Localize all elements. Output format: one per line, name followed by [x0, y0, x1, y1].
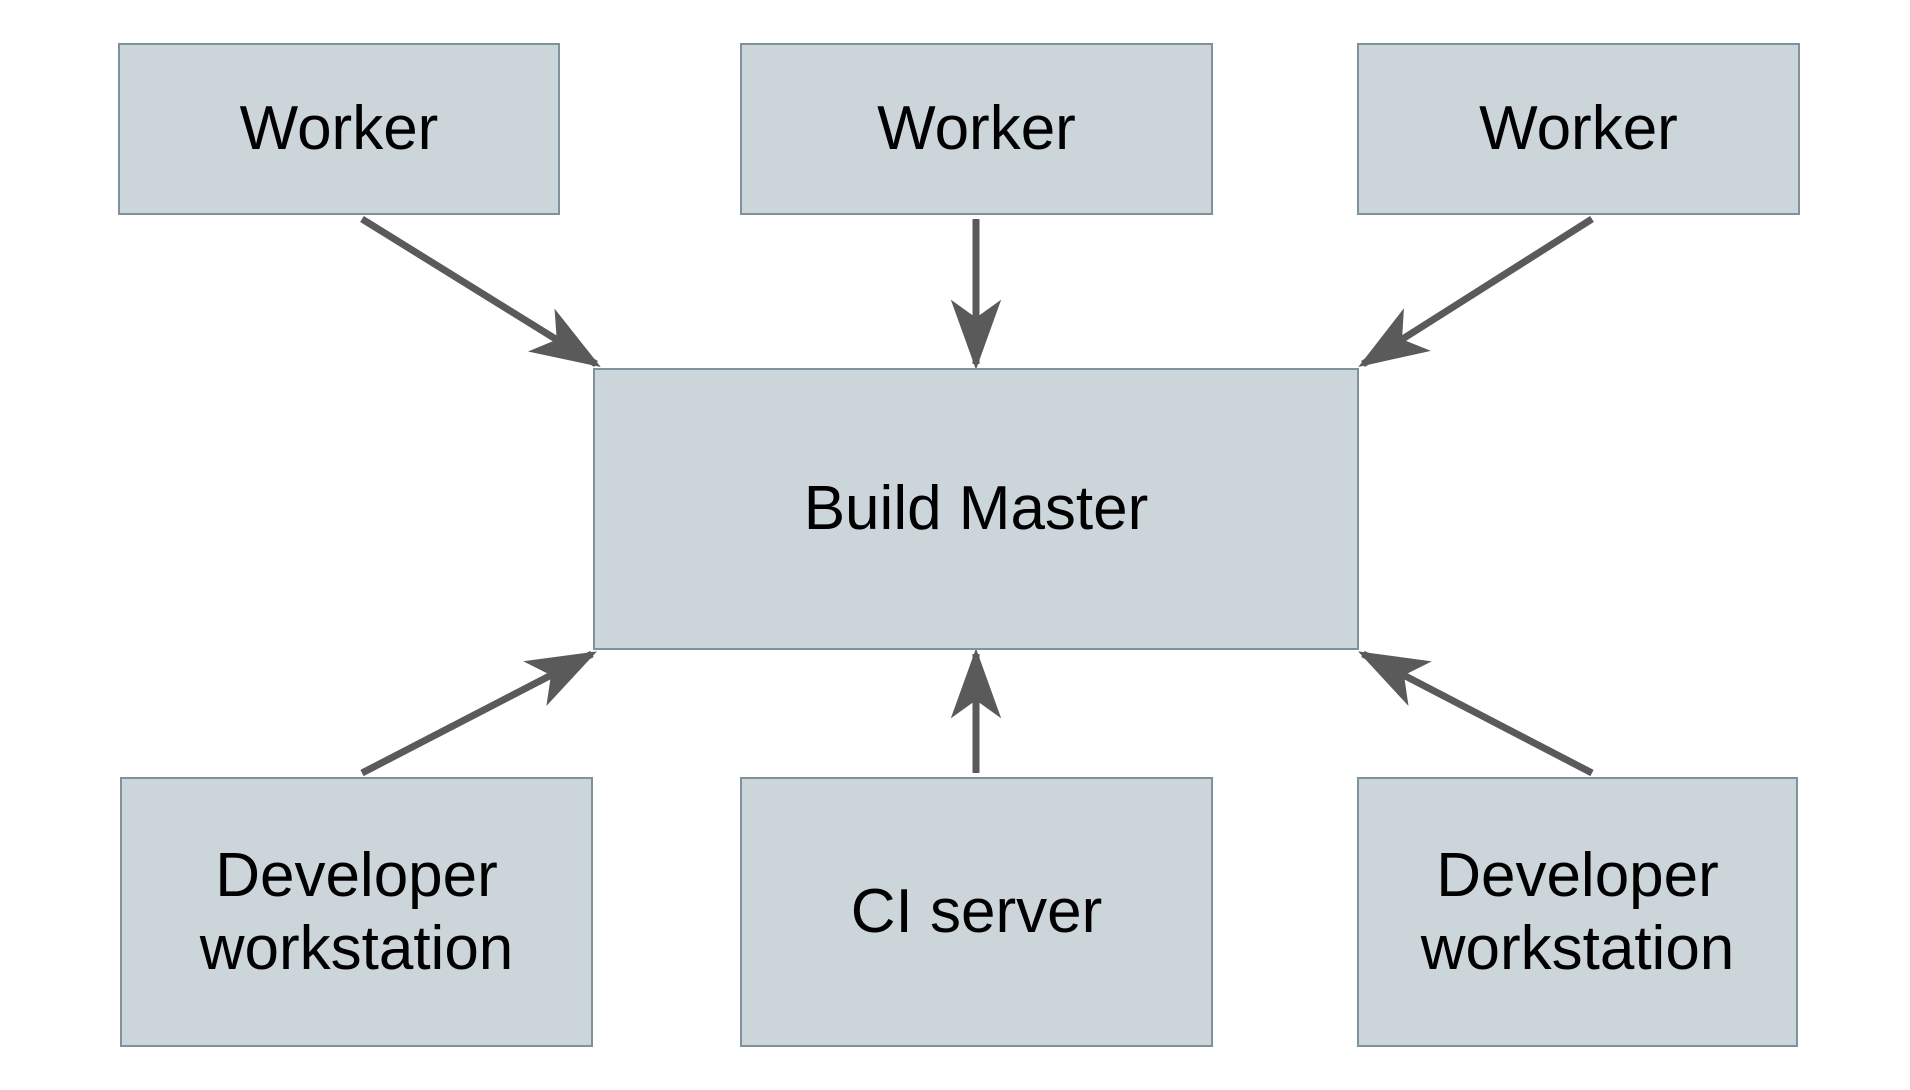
node-label: Worker [877, 94, 1076, 164]
edge-dev-left-to-build-master [360, 650, 597, 777]
node-worker-right[interactable]: Worker [1357, 43, 1800, 215]
node-label: Developer workstation [199, 840, 514, 983]
node-developer-workstation-right[interactable]: Developer workstation [1357, 777, 1798, 1047]
node-build-master[interactable]: Build Master [593, 368, 1359, 650]
edge-worker-right-to-build-master [1358, 216, 1594, 367]
node-label: Worker [1479, 94, 1678, 164]
node-label: Worker [239, 94, 439, 164]
node-label: CI server [850, 877, 1103, 947]
node-label: Build Master [803, 474, 1149, 544]
node-ci-server[interactable]: CI server [740, 777, 1213, 1047]
edge-worker-left-to-build-master [360, 216, 601, 367]
edge-dev-right-to-build-master [1358, 650, 1594, 777]
node-worker-mid[interactable]: Worker [740, 43, 1213, 215]
node-developer-workstation-left[interactable]: Developer workstation [120, 777, 593, 1047]
node-label: Developer workstation [1420, 840, 1735, 983]
node-worker-left[interactable]: Worker [118, 43, 560, 215]
